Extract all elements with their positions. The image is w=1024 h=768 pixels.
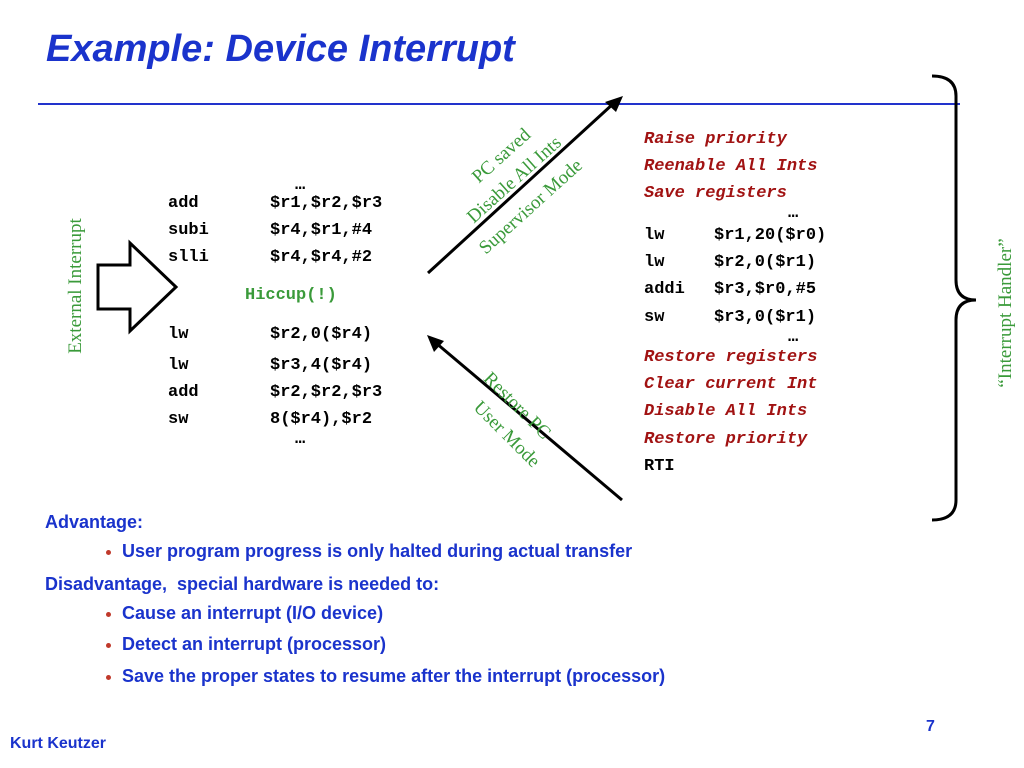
code-op-2: subi bbox=[168, 221, 209, 240]
code-args-3: $r4,$r4,#2 bbox=[270, 248, 373, 267]
disadvantage-item-1: Cause an interrupt (I/O device) bbox=[122, 603, 384, 623]
interrupt-handler-label: “Interrupt Handler” bbox=[995, 238, 1016, 388]
code-op-4: lw bbox=[168, 325, 189, 344]
interrupt-handler-brace bbox=[931, 74, 977, 522]
handler-op-1: lw bbox=[644, 226, 665, 245]
disadvantage-item-2: Detect an interrupt (processor) bbox=[122, 634, 387, 654]
code-args-2: $r4,$r1,#4 bbox=[270, 221, 373, 240]
code-args-1: $r1,$r2,$r3 bbox=[270, 194, 383, 213]
code-args-5: $r3,4($r4) bbox=[270, 356, 373, 375]
code-args-7: 8($r4),$r2 bbox=[270, 410, 373, 429]
external-interrupt-arrow bbox=[96, 239, 179, 335]
code-args-6: $r2,$r2,$r3 bbox=[270, 383, 383, 402]
hiccup-label: Hiccup(!) bbox=[245, 286, 337, 305]
page-number: 7 bbox=[926, 718, 935, 735]
code-op-3: slli bbox=[168, 248, 209, 267]
handler-args-2: $r2,0($r1) bbox=[714, 253, 817, 272]
handler-save-registers: Save registers bbox=[644, 184, 787, 203]
handler-clear-int: Clear current Int bbox=[644, 375, 818, 394]
handler-raise-priority: Raise priority bbox=[644, 130, 787, 149]
handler-ellipsis-bottom: … bbox=[788, 328, 799, 347]
footer-author: Kurt Keutzer bbox=[10, 735, 107, 752]
bullet-icon bbox=[106, 675, 111, 680]
to-handler-arrow bbox=[426, 101, 616, 275]
external-interrupt-label: External Interrupt bbox=[65, 218, 86, 354]
disadvantage-item-3: Save the proper states to resume after t… bbox=[122, 666, 666, 686]
return-arrowhead bbox=[427, 335, 444, 352]
bullet-icon bbox=[106, 643, 111, 648]
handler-rti: RTI bbox=[644, 457, 675, 476]
handler-ellipsis-top: … bbox=[788, 204, 799, 223]
return-arrow bbox=[435, 341, 623, 502]
handler-args-1: $r1,20($r0) bbox=[714, 226, 827, 245]
handler-op-4: sw bbox=[644, 308, 665, 327]
code-ellipsis-top: … bbox=[295, 176, 306, 195]
advantage-heading: Advantage: bbox=[45, 512, 144, 532]
code-op-5: lw bbox=[168, 356, 189, 375]
code-args-4: $r2,0($r4) bbox=[270, 325, 373, 344]
code-op-1: add bbox=[168, 194, 199, 213]
to-handler-arrowhead bbox=[605, 96, 623, 112]
disadvantage-heading: Disadvantage, special hardware is needed… bbox=[45, 574, 440, 594]
handler-restore-registers: Restore registers bbox=[644, 348, 818, 367]
handler-args-3: $r3,$r0,#5 bbox=[714, 280, 817, 299]
handler-reenable-ints: Reenable All Ints bbox=[644, 157, 818, 176]
title-rule bbox=[38, 103, 960, 105]
bullet-icon bbox=[106, 550, 111, 555]
handler-restore-priority: Restore priority bbox=[644, 430, 808, 449]
advantage-item-1: User program progress is only halted dur… bbox=[122, 541, 633, 561]
handler-op-3: addi bbox=[644, 280, 685, 299]
bullet-icon bbox=[106, 612, 111, 617]
code-ellipsis-bottom: … bbox=[295, 430, 306, 449]
code-op-7: sw bbox=[168, 410, 189, 429]
handler-args-4: $r3,0($r1) bbox=[714, 308, 817, 327]
handler-disable-ints: Disable All Ints bbox=[644, 402, 808, 421]
code-op-6: add bbox=[168, 383, 199, 402]
slide-title: Example: Device Interrupt bbox=[46, 28, 515, 70]
handler-op-2: lw bbox=[644, 253, 665, 272]
